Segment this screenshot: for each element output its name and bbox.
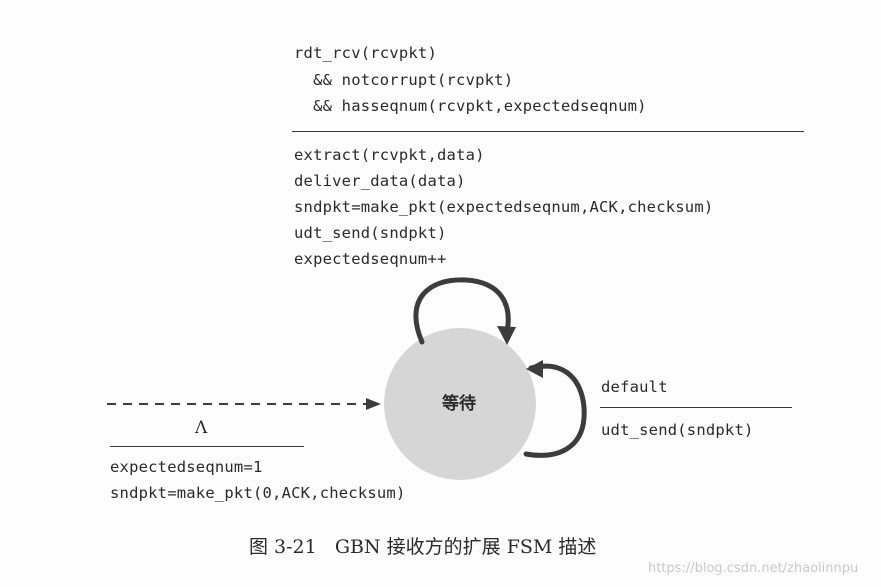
right-loop-divider: [600, 407, 792, 408]
initial-transition-divider: [110, 446, 304, 447]
top-loop-event-line-2: && notcorrupt(rcvpkt): [294, 71, 514, 89]
top-loop-action-line-1: extract(rcvpkt,data): [294, 146, 485, 164]
initial-transition-event: Λ: [195, 418, 208, 438]
right-self-loop-arrowhead: [526, 360, 543, 378]
top-loop-event-line-3: && hasseqnum(rcvpkt,expectedseqnum): [294, 97, 647, 115]
right-loop-event: default: [601, 378, 668, 396]
initial-action-line-1: expectedseqnum=1: [110, 458, 263, 476]
right-self-loop-arrow: [523, 363, 587, 458]
top-loop-action-line-5: expectedseqnum++: [294, 250, 447, 268]
state-circle: [384, 328, 536, 480]
initial-transition-arrowhead: [366, 398, 381, 410]
state-label: 等待: [442, 394, 476, 414]
top-loop-action-line-4: udt_send(sndpkt): [294, 224, 447, 242]
watermark: https://blog.csdn.net/zhaolinnpu: [648, 561, 859, 576]
top-loop-divider: [292, 131, 804, 132]
top-loop-event-line-1: rdt_rcv(rcvpkt): [294, 44, 437, 62]
top-loop-action-line-2: deliver_data(data): [294, 172, 466, 190]
figure-caption: 图 3-21 GBN 接收方的扩展 FSM 描述: [249, 536, 597, 558]
top-loop-action-line-3: sndpkt=make_pkt(expectedseqnum,ACK,check…: [294, 198, 714, 216]
top-self-loop-arrow: [413, 277, 511, 345]
top-self-loop-arrowhead: [497, 326, 516, 345]
right-loop-action: udt_send(sndpkt): [601, 421, 754, 439]
initial-action-line-2: sndpkt=make_pkt(0,ACK,checksum): [110, 484, 406, 502]
